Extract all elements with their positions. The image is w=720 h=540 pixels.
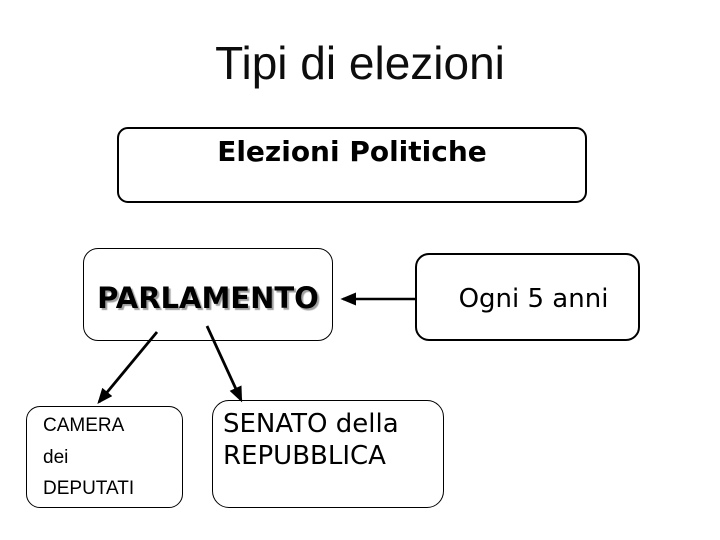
box-camera-line-1: CAMERA — [43, 415, 125, 436]
box-elezioni-politiche-label: Elezioni Politiche — [217, 135, 487, 168]
box-camera-line-3: DEPUTATI — [43, 478, 135, 499]
box-parlamento[interactable]: PARLAMENTO — [83, 248, 333, 341]
box-senato-della-repubblica[interactable]: SENATO della REPUBBLICA — [212, 400, 444, 508]
arrow-parlamento-to-senato[interactable] — [205, 325, 243, 403]
box-senato-line-2: REPUBBLICA — [223, 441, 386, 471]
box-ogni-5-anni[interactable]: Ogni 5 anni — [415, 253, 640, 341]
box-elezioni-politiche[interactable]: Elezioni Politiche — [117, 127, 587, 203]
box-camera-dei-deputati[interactable]: CAMERA dei DEPUTATI — [26, 406, 183, 508]
box-senato-line-1: SENATO della — [223, 409, 399, 439]
slide-title[interactable]: Tipi di elezioni — [215, 37, 505, 89]
box-parlamento-label: PARLAMENTO — [97, 281, 319, 315]
arrow-parlamento-to-camera[interactable] — [97, 331, 159, 405]
box-ogni-5-anni-label: Ogni 5 anni — [458, 284, 609, 314]
box-camera-line-2: dei — [43, 446, 69, 468]
